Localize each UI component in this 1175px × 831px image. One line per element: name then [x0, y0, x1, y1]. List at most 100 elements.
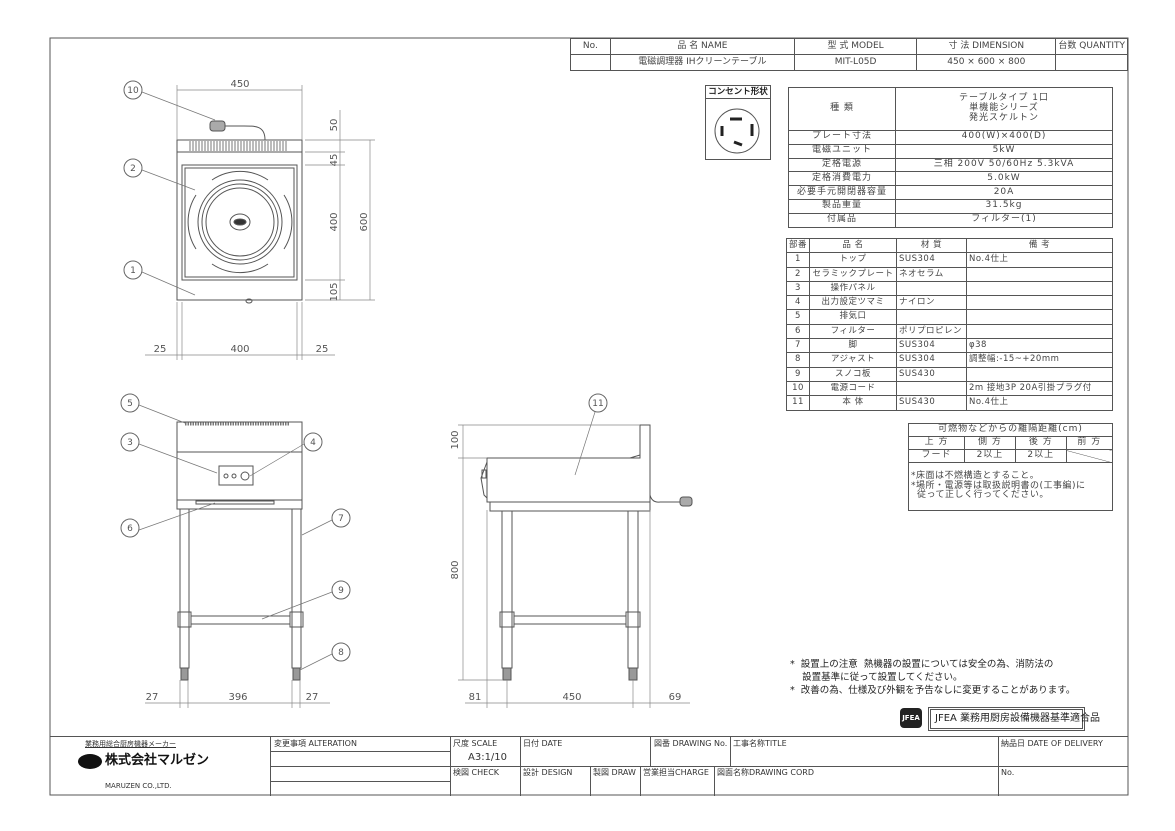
- dim-top-width: 450: [230, 79, 249, 90]
- clearance-header: 後 方: [1014, 436, 1067, 450]
- parts-cell: 2m 接地3P 20A引掛プラグ付: [966, 380, 1113, 397]
- header-no: No.: [570, 38, 611, 55]
- dimension-labels: 450 50 45 400 105 600 25 400 25 27 396 2…: [146, 79, 682, 703]
- spec-value: テーブルタイプ 1口単機能シリーズ発光スケルトン: [895, 87, 1113, 131]
- clearance-notes: *床面は不燃構造とすること。*場所・電源等は取扱説明書の(工事編)に従って正しく…: [908, 462, 1113, 511]
- parts-cell: [966, 266, 1113, 282]
- note-line: * 改善の為、仕様及び外観を予告なしに変更することがあります。: [790, 685, 1076, 696]
- check-label: 検図 CHECK: [453, 768, 500, 777]
- parts-cell: 5: [785, 309, 811, 325]
- dim-front: 105: [329, 282, 340, 301]
- outlet-label: コンセント形状: [706, 86, 770, 99]
- parts-cell: [896, 280, 968, 297]
- design-label: 設計 DESIGN: [523, 768, 573, 777]
- parts-cell: [966, 309, 1113, 325]
- clearance-value: 2以上: [1014, 449, 1067, 463]
- parts-cell: 調整幅:-15~+20mm: [966, 352, 1113, 368]
- parts-cell: ネオセラム: [896, 266, 968, 282]
- spec-label: プレート寸法: [788, 130, 896, 145]
- parts-cell: SUS430: [896, 395, 968, 411]
- spec-value: 20A: [895, 185, 1113, 200]
- parts-cell: [896, 380, 968, 397]
- parts-cell: フィルター: [809, 323, 898, 340]
- row-no: [570, 54, 611, 71]
- row-quantity: [1055, 54, 1128, 71]
- scale-label: 尺度 SCALE: [453, 739, 498, 748]
- delivery-label: 納品日 DATE OF DELIVERY: [1001, 739, 1103, 748]
- parts-cell: 11: [785, 395, 811, 411]
- parts-cell: 8: [785, 352, 811, 368]
- note-line: 設置基準に従って設置してください。: [790, 672, 963, 683]
- dim-leg-left: 27: [146, 692, 159, 703]
- alteration-label: 変更事項 ALTERATION: [274, 739, 357, 748]
- spec-value-line: テーブルタイプ 1口: [958, 93, 1050, 104]
- parts-cell: 電源コード: [809, 380, 898, 397]
- header-quantity: 台数 QUANTITY: [1055, 38, 1128, 55]
- row-dimension: 450 × 600 × 800: [916, 54, 1057, 71]
- dim-back-height: 100: [450, 430, 461, 449]
- dim-side-front: 81: [469, 692, 482, 703]
- parts-header: 品 名: [809, 237, 898, 254]
- parts-cell: 9: [785, 366, 811, 382]
- spec-label: 必要手元開閉器容量: [788, 185, 896, 200]
- parts-cell: [966, 323, 1113, 340]
- spec-value: 三相 200V 50/60Hz 5.3kVA: [895, 157, 1113, 173]
- parts-cell: [896, 309, 968, 325]
- parts-cell: [966, 366, 1113, 382]
- parts-cell: 2: [785, 266, 811, 282]
- parts-cell: ナイロン: [896, 295, 968, 311]
- parts-cell: 操作パネル: [809, 280, 898, 297]
- dim-side-back: 69: [669, 692, 682, 703]
- plan-view: [145, 85, 375, 360]
- parts-cell: セラミックプレート: [809, 266, 898, 282]
- spec-value: 5.0kW: [895, 171, 1113, 187]
- balloon-11: 11: [592, 399, 603, 409]
- balloon-7: 7: [338, 514, 344, 524]
- spec-label: 定格電源: [788, 157, 896, 173]
- dim-side-right: 25: [316, 344, 329, 355]
- balloon-5: 5: [127, 399, 133, 409]
- header-dimension: 寸 法 DIMENSION: [916, 38, 1057, 55]
- spec-value-line: 発光スケルトン: [968, 112, 1039, 123]
- parts-cell: 1: [785, 252, 811, 268]
- maruzen-logo-icon: [78, 754, 102, 769]
- balloon-10: 10: [127, 86, 139, 96]
- parts-cell: スノコ板: [809, 366, 898, 382]
- installation-notes: * 設置上の注意 熱機器の設置については安全の為、消防法の 設置基準に従って設置…: [790, 658, 1075, 697]
- parts-cell: SUS304: [896, 352, 968, 368]
- maker-tagline: 業務用総合厨房機器メーカー: [85, 740, 176, 748]
- note-line: * 設置上の注意 熱機器の設置については安全の為、消防法の: [790, 659, 1054, 670]
- clearance-header: 上 方: [907, 436, 966, 450]
- clearance-value: 2以上: [964, 449, 1016, 463]
- parts-cell: 3: [785, 280, 811, 297]
- parts-cell: トップ: [809, 252, 898, 268]
- spec-value: 400(W)×400(D): [895, 130, 1113, 145]
- delivery-no-label: No.: [1001, 768, 1015, 777]
- clearance-value: [1065, 449, 1114, 463]
- balloon-9: 9: [338, 586, 344, 596]
- draw-label: 製図 DRAW: [593, 768, 636, 777]
- jfea-logo: JFEA: [900, 708, 922, 728]
- parts-cell: φ38: [966, 338, 1113, 354]
- clearance-note: *場所・電源等は取扱説明書の(工事編)に: [911, 480, 1086, 491]
- jfea-label: JFEA 業務用厨房設備機器基準適合品: [928, 707, 1100, 731]
- leader-lines: [138, 91, 596, 671]
- parts-header: 材 質: [896, 237, 968, 254]
- dim-band: 45: [329, 154, 340, 167]
- parts-cell: [966, 295, 1113, 311]
- parts-header: 備 考: [966, 237, 1113, 254]
- title-label: 工事名称TITLE: [733, 739, 787, 748]
- parts-cell: [966, 280, 1113, 297]
- balloon-8: 8: [338, 648, 344, 658]
- spec-value-line: 単機能シリーズ: [969, 103, 1039, 114]
- scale-value: A3:1/10: [468, 752, 508, 763]
